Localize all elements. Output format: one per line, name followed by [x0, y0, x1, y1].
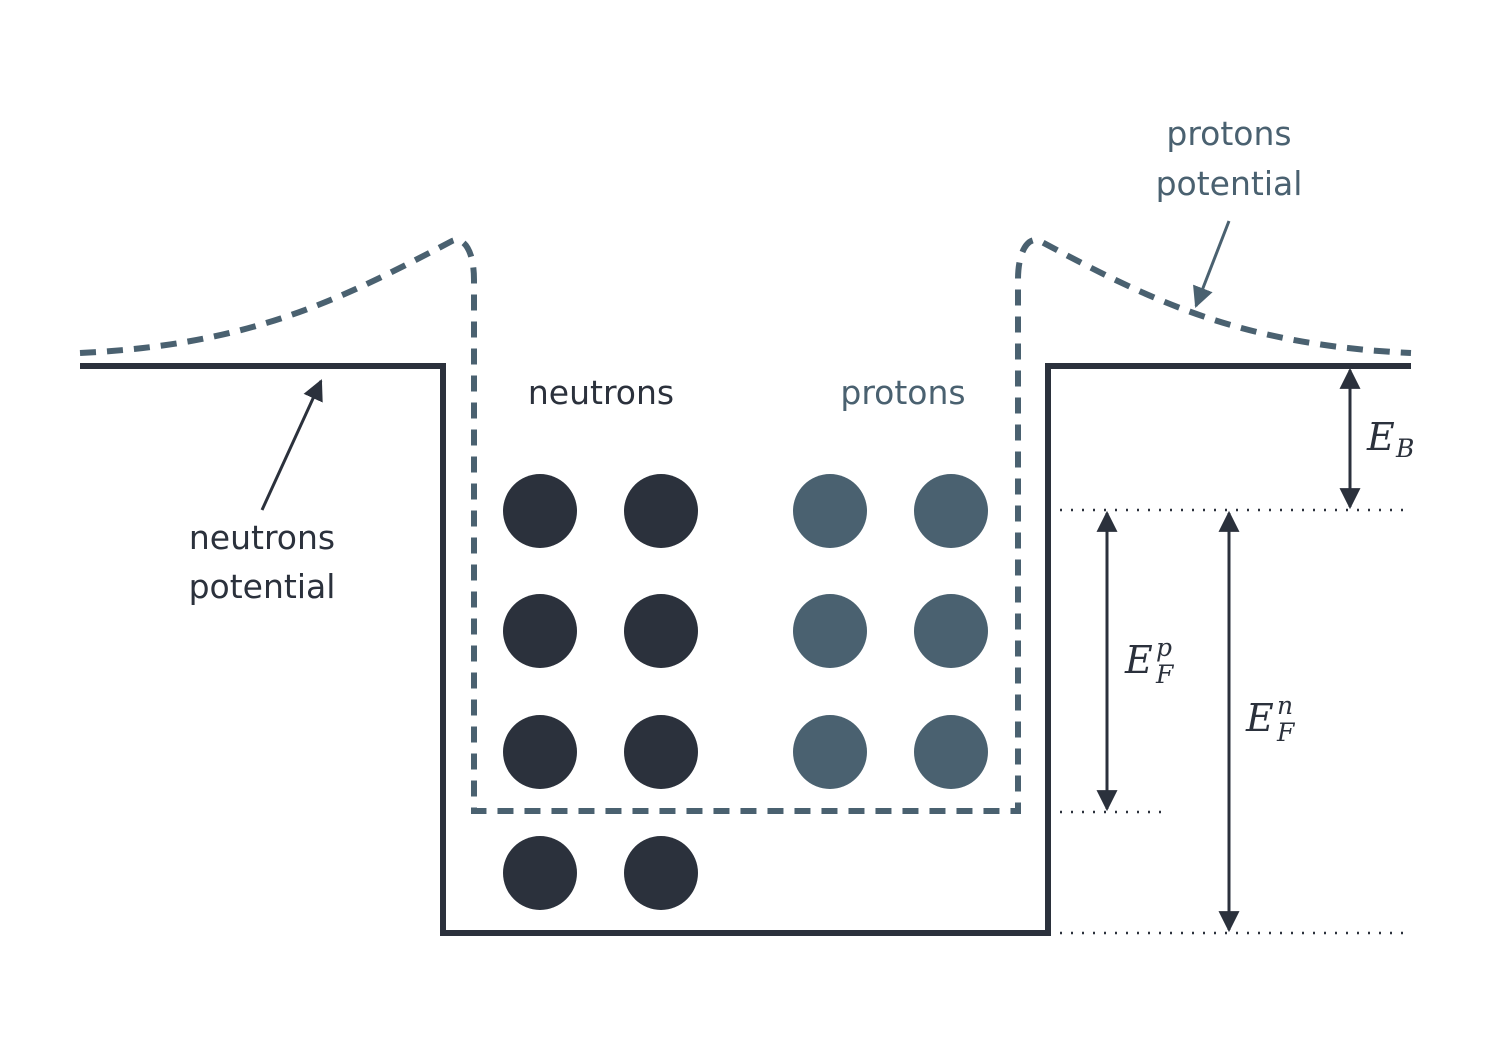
neutron-potential-well	[80, 363, 1411, 936]
proton-fermi-sup: p	[1156, 633, 1172, 662]
neutron-particle	[624, 474, 698, 548]
neutron-particle	[624, 594, 698, 668]
proton-fermi-base: E	[1124, 638, 1153, 682]
neutron-fermi-sub: F	[1276, 718, 1296, 747]
neutron-particle	[624, 715, 698, 789]
protons-label: protons	[840, 373, 965, 412]
neutron-fermi-base: E	[1245, 696, 1274, 740]
proton-particle	[793, 715, 867, 789]
neutron-particle	[503, 715, 577, 789]
neutron-fermi-sup: n	[1277, 691, 1293, 720]
neutrons-label: neutrons	[528, 373, 674, 412]
binding-energy-label: E B	[1366, 415, 1414, 463]
neutrons-potential-label-line1: neutrons	[189, 518, 335, 557]
neutrons-potential-label-line2: potential	[189, 567, 336, 606]
neutron-fermi-energy-label: E n F	[1245, 691, 1296, 747]
proton-particle	[793, 474, 867, 548]
protons-potential-label-line2: potential	[1156, 164, 1303, 203]
proton-fermi-sub: F	[1155, 660, 1175, 689]
neutron-particles	[503, 474, 698, 910]
proton-particle	[793, 594, 867, 668]
binding-energy-sub: B	[1395, 434, 1414, 463]
binding-energy-base: E	[1366, 415, 1395, 459]
proton-particle	[914, 715, 988, 789]
proton-fermi-energy-label: E p F	[1124, 633, 1175, 689]
neutron-particle	[503, 594, 577, 668]
proton-particles	[793, 474, 988, 789]
neutron-particle	[503, 474, 577, 548]
neutron-particle	[624, 836, 698, 910]
proton-particle	[914, 474, 988, 548]
neutron-particle	[503, 836, 577, 910]
protons-potential-arrow	[1193, 220, 1231, 308]
proton-potential-curve	[79, 236, 1412, 814]
protons-potential-label-line1: protons	[1166, 114, 1291, 153]
proton-particle	[914, 594, 988, 668]
neutrons-potential-arrow	[260, 379, 323, 511]
